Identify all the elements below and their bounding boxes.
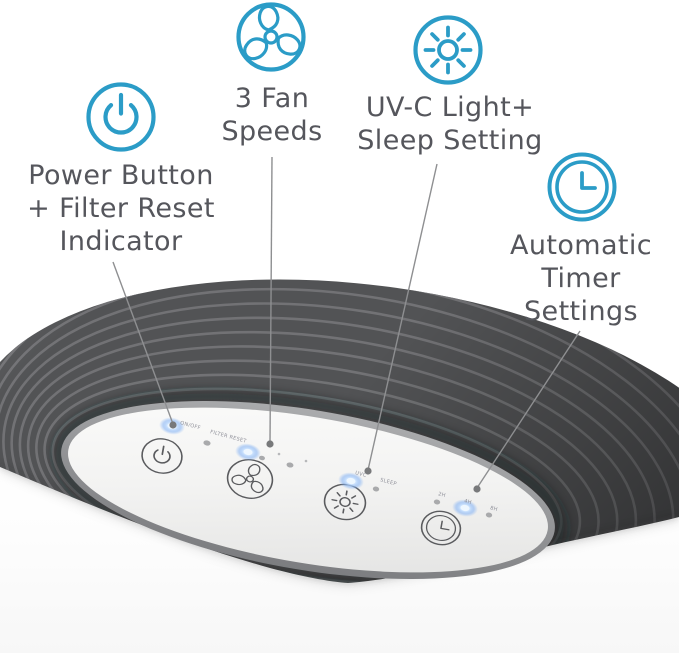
callout-line-fan [269, 156, 273, 444]
callout-line-timer [476, 330, 581, 489]
timer-button [420, 510, 462, 546]
callout-line-power [112, 261, 174, 425]
power-icon [86, 82, 156, 152]
power-caption: Power Button + Filter Reset Indicator [27, 160, 215, 257]
callout-lines [112, 156, 581, 489]
callout-dots [169, 421, 481, 493]
power-button [141, 438, 183, 474]
uv-light-icon [413, 15, 483, 85]
panel-face [68, 407, 548, 573]
uv-caption: UV-C Light+ Sleep Setting [357, 92, 543, 156]
fan-icon [236, 2, 306, 72]
control-panel [61, 400, 555, 580]
callout-line-uv [367, 163, 438, 471]
uv-sleep-button [323, 483, 367, 521]
device-body [0, 467, 679, 653]
timer-icon [547, 152, 617, 222]
unlit-indicator-dots [203, 440, 493, 518]
timer-caption: Automatic Timer Settings [509, 230, 653, 327]
fan-caption: 3 Fan Speeds [221, 83, 323, 147]
